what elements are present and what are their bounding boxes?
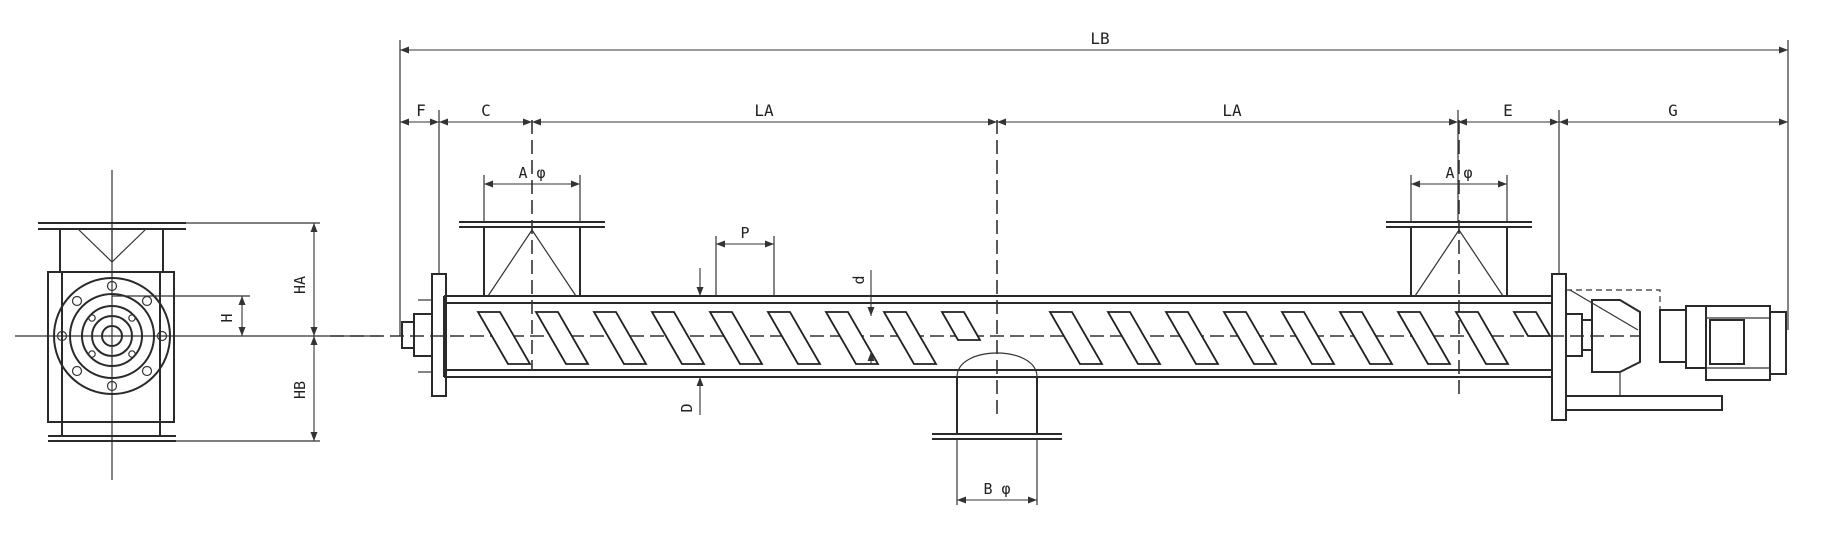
c-label: C: [481, 101, 491, 120]
la-left-label: LA: [754, 101, 774, 120]
ha-label: HA: [291, 276, 309, 294]
p-label: P: [740, 224, 749, 242]
a-left-label: A φ: [518, 164, 545, 182]
la-right-label: LA: [1222, 101, 1242, 120]
h-label: H: [218, 313, 236, 322]
screw-flights: [476, 311, 1552, 365]
b-label: B φ: [983, 480, 1010, 498]
drive-motor: [1566, 289, 1787, 411]
hb-label: HB: [291, 381, 309, 399]
lb-label: LB: [1090, 29, 1109, 48]
e-label: E: [1503, 101, 1513, 120]
d-small-label: d: [850, 275, 868, 284]
side-view: [330, 40, 1789, 505]
g-label: G: [1668, 101, 1678, 120]
d-large-label: D: [678, 403, 696, 412]
f-label: F: [416, 101, 426, 120]
a-right-label: A φ: [1445, 164, 1472, 182]
end-view: [15, 170, 380, 480]
